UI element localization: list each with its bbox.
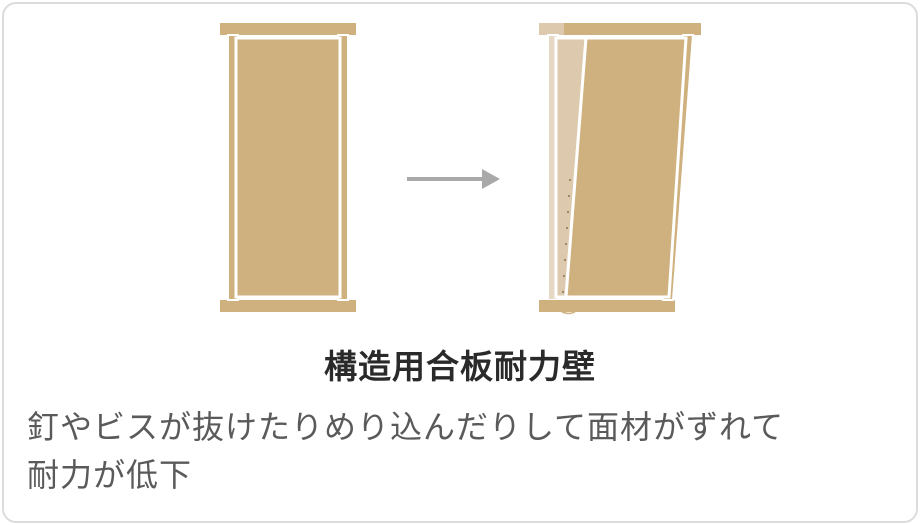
deformed-bottom-plate: [539, 300, 675, 312]
wall-deformation-illustration: [220, 23, 701, 315]
deformed-top-plate: [564, 23, 701, 35]
description-line-2: 耐力が低下: [27, 456, 193, 494]
intact-wall: [220, 23, 356, 312]
displaced-nail-mark: [557, 308, 576, 315]
right-arrow-icon: [407, 169, 500, 189]
diagram-title: 構造用合板耐力壁: [324, 347, 596, 386]
deformed-plywood-panel: [564, 36, 688, 299]
nail-marks: [562, 179, 571, 293]
intact-plywood-panel: [234, 36, 342, 299]
ghost-top-plate: [539, 23, 569, 35]
intact-bottom-plate: [220, 300, 356, 312]
description-text: 釘やビスが抜けたりめり込んだりして面材がずれて 耐力が低下: [27, 403, 907, 499]
deformed-wall: [539, 23, 701, 315]
intact-top-plate: [220, 23, 356, 35]
description-line-1: 釘やビスが抜けたりめり込んだりして面材がずれて: [27, 408, 785, 446]
